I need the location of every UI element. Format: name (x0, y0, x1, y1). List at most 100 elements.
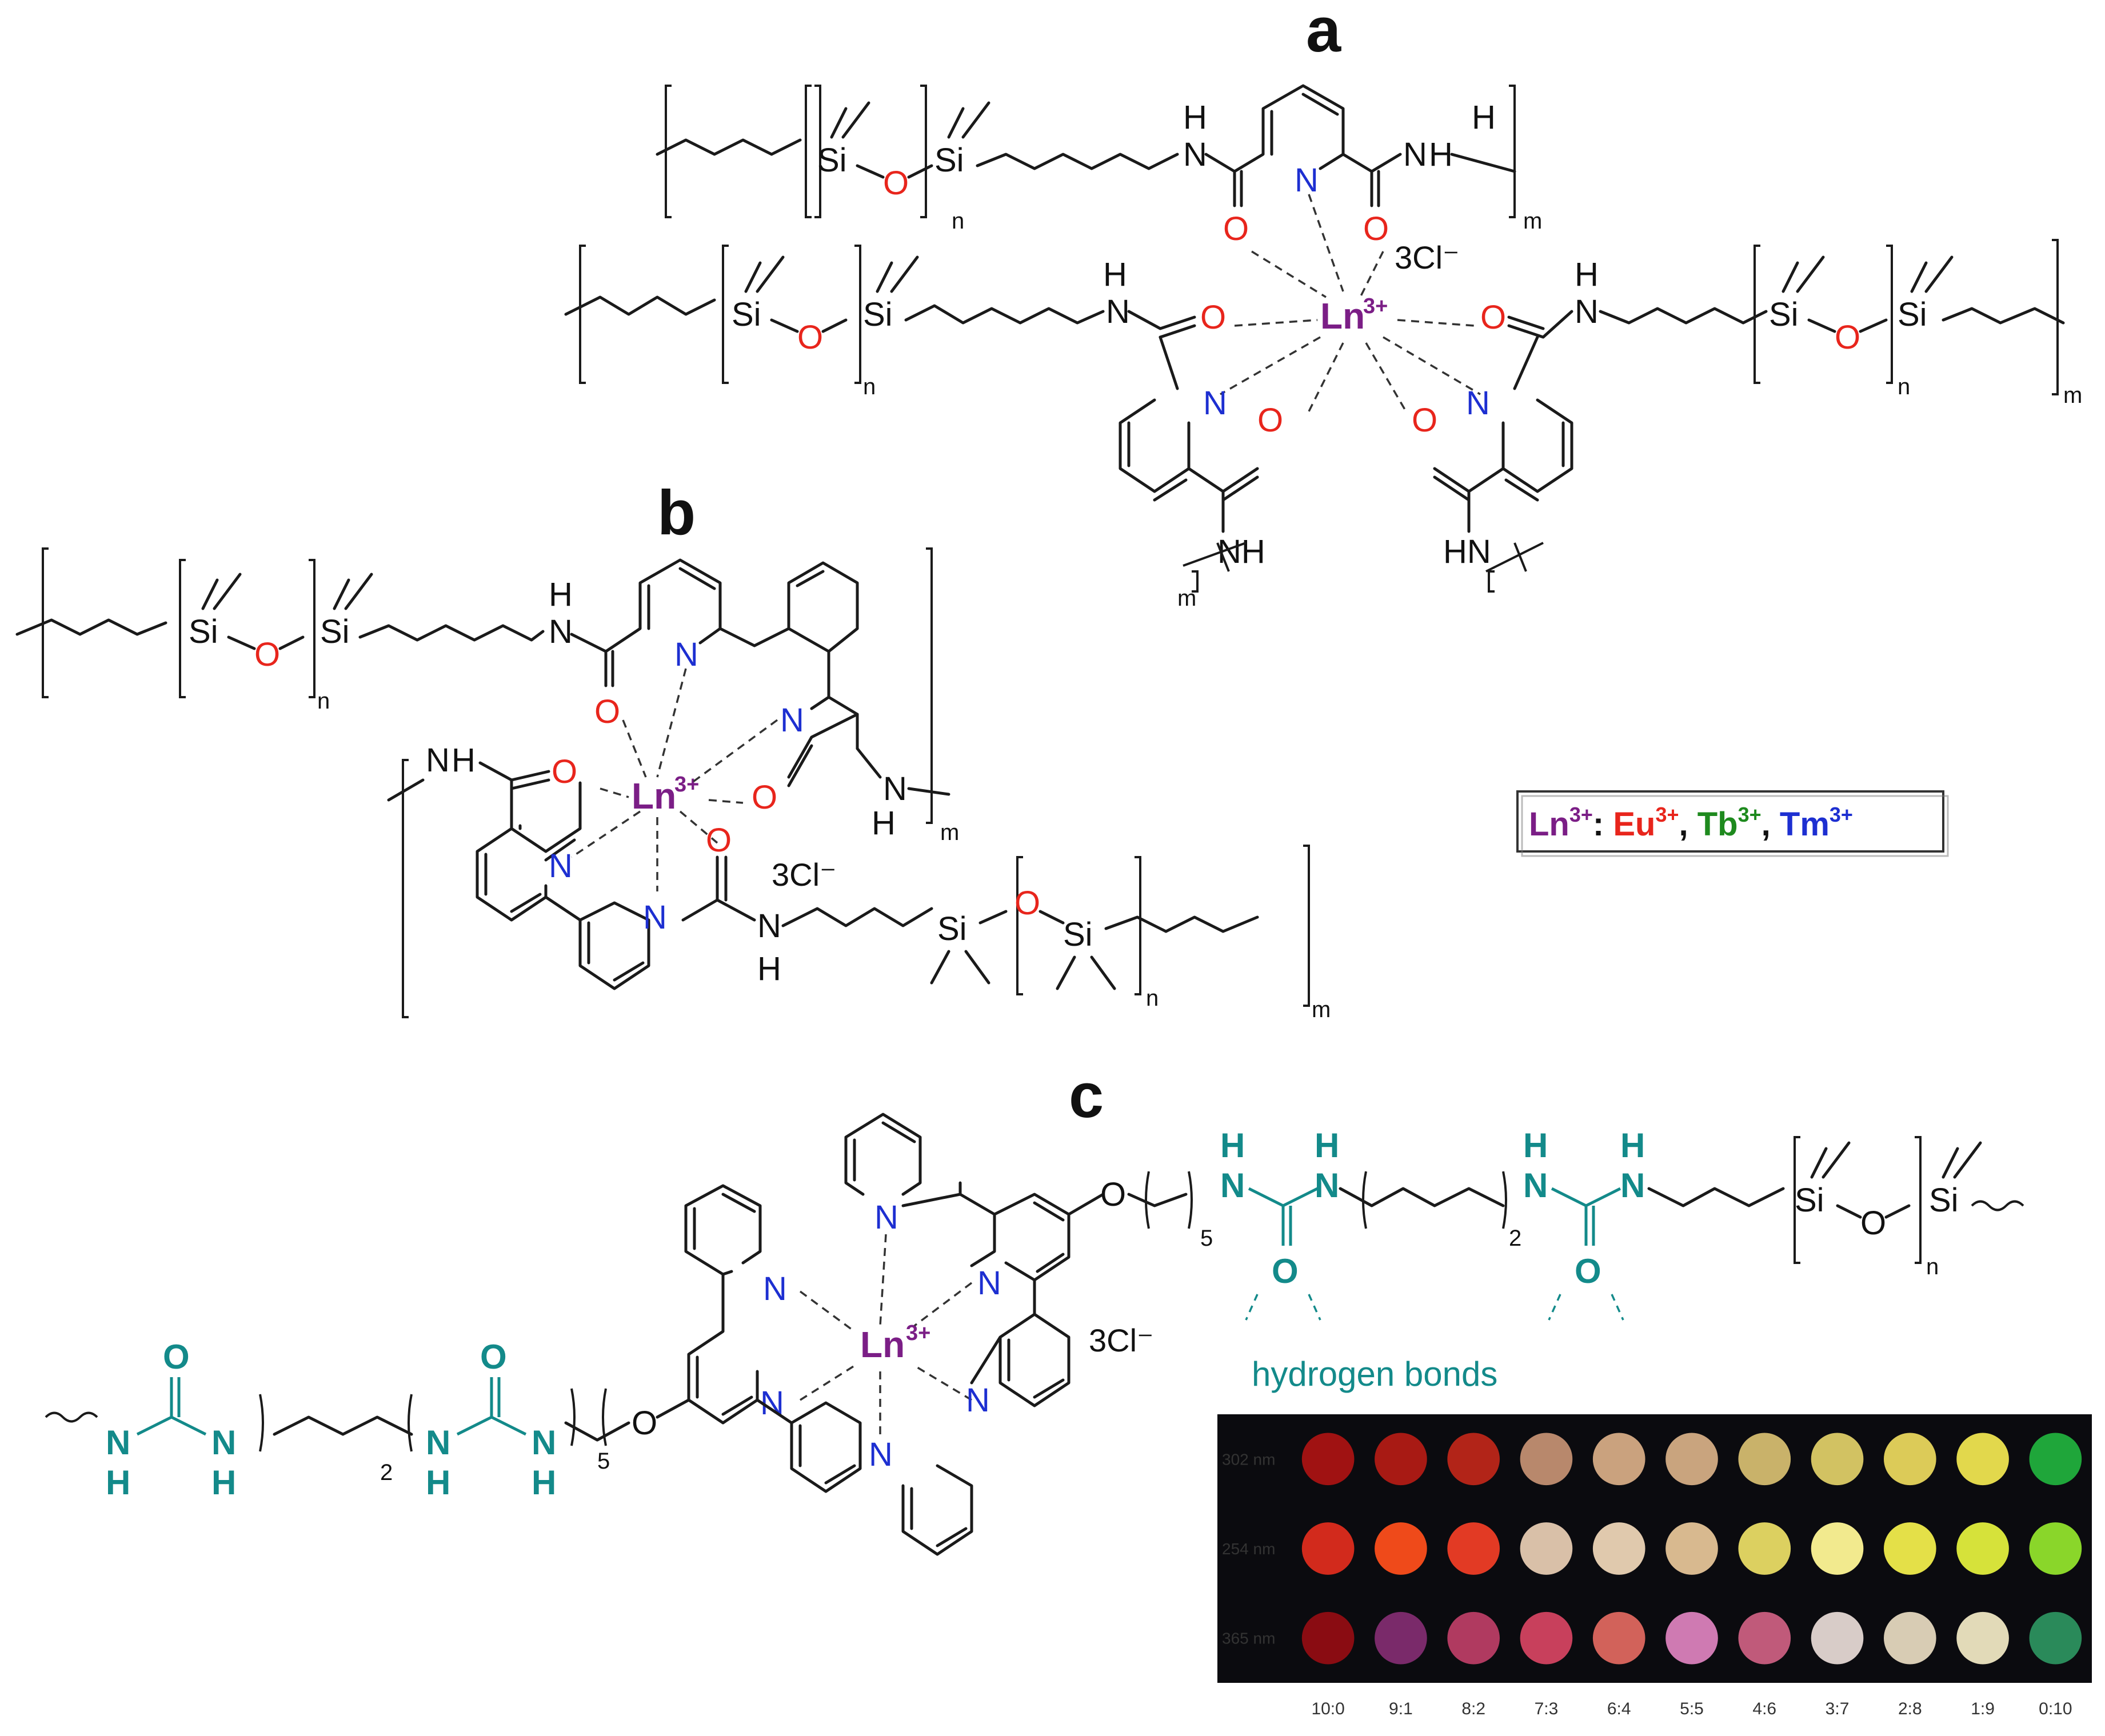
urea-hydrogen: H (426, 1463, 450, 1502)
pyridine-nitrogen: N (874, 1199, 898, 1236)
legend-comma-2: , (1762, 806, 1780, 843)
pyridine-nitrogen: N (780, 702, 804, 739)
nh-nitrogen: N (1403, 136, 1427, 173)
repeat-m: m (1523, 209, 1542, 234)
sample-disk (2029, 1611, 2082, 1665)
urea-oxygen: O (480, 1338, 507, 1376)
si-atom: Si (1929, 1182, 1959, 1219)
nh-nitrogen: N (1183, 136, 1207, 173)
sample-disk (1811, 1611, 1864, 1665)
carbonyl-oxygen: O (752, 779, 777, 816)
carbonyl-oxygen: O (1257, 402, 1283, 439)
nh-hydrogen: H (757, 950, 781, 987)
si-atom: Si (934, 142, 964, 179)
legend-colon: : (1593, 806, 1613, 843)
nh-hydrogen: H (872, 805, 896, 842)
nh-hydrogen: H (1575, 256, 1599, 293)
lanthanide-ion: Ln (1320, 295, 1365, 337)
repeat-n: n (317, 689, 330, 714)
repeat-m: m (1177, 586, 1196, 611)
ether-oxygen: O (1100, 1176, 1126, 1213)
urea-hydrogen: H (1523, 1126, 1548, 1165)
carbonyl-oxygen: O (706, 822, 732, 859)
sample-disk (1301, 1433, 1355, 1486)
urea-oxygen: O (1575, 1252, 1601, 1290)
si-atom: Si (189, 613, 218, 650)
lanthanide-charge: 3+ (1363, 294, 1388, 318)
si-atom: Si (320, 613, 350, 650)
oxygen-atom: O (1835, 319, 1860, 356)
sample-disk (1301, 1522, 1355, 1575)
oxygen-atom: O (254, 636, 280, 673)
panel-a-structure: Si O n Si N H O N O N H H m Si O n (564, 84, 2082, 611)
sample-disk (1375, 1611, 1427, 1665)
sample-disk (1665, 1433, 1718, 1486)
subscript-5: 5 (597, 1449, 610, 1474)
legend-tb-sup: 3+ (1738, 803, 1762, 826)
sample-disk (1520, 1611, 1573, 1665)
lanthanide-ion: Ln (632, 775, 676, 817)
photo-background (1217, 1414, 2092, 1683)
oxygen-atom: O (1014, 885, 1040, 922)
urea-nitrogen: N (106, 1423, 130, 1462)
ratio-label: 4:6 (1752, 1699, 1776, 1718)
sample-disk (1884, 1611, 1936, 1665)
nh-hydrogen: H (1472, 99, 1496, 136)
sample-disk (1738, 1433, 1791, 1486)
nh-hydrogen: H (1103, 256, 1127, 293)
wavelength-label: 302 nm (1222, 1450, 1275, 1468)
pyridine-nitrogen: N (966, 1382, 990, 1419)
sample-disk (1811, 1433, 1864, 1486)
pyridine-nitrogen: N (549, 847, 573, 885)
urea-hydrogen: H (1220, 1126, 1245, 1165)
ratio-label: 0:10 (2039, 1699, 2072, 1718)
wavelength-label: 365 nm (1222, 1630, 1275, 1647)
ratio-label: 2:8 (1898, 1699, 1922, 1718)
urea-nitrogen: N (1523, 1166, 1548, 1205)
ratio-label: 9:1 (1389, 1699, 1413, 1718)
sample-disk (1884, 1522, 1936, 1575)
lanthanide-ion: Ln (860, 1324, 905, 1365)
repeat-n: n (1146, 986, 1159, 1011)
carbonyl-oxygen: O (1223, 210, 1249, 247)
nh-hydrogen: H (549, 576, 573, 613)
panel-c-structure: N N O 5 N H N H O 2 N H N H O Si O n S (45, 1113, 2024, 1556)
sample-disk (1375, 1522, 1427, 1575)
carbonyl-oxygen: O (1412, 402, 1437, 439)
sample-disk (1447, 1522, 1500, 1575)
nh-nitrogen: N (1575, 293, 1599, 330)
pyridine-nitrogen: N (674, 636, 698, 673)
urea-hydrogen: H (1315, 1126, 1339, 1165)
urea-hydrogen: H (106, 1463, 130, 1502)
ratio-label: 3:7 (1826, 1699, 1850, 1718)
carbonyl-oxygen: O (1480, 299, 1506, 336)
ratio-label: 6:4 (1607, 1699, 1631, 1718)
ratio-label: 5:5 (1680, 1699, 1704, 1718)
sample-disk (1956, 1433, 2009, 1486)
nh-hydrogen: H (452, 742, 476, 779)
sample-disk (1738, 1522, 1791, 1575)
subscript-2: 2 (1509, 1226, 1521, 1251)
legend-comma-1: , (1679, 806, 1697, 843)
carbonyl-oxygen: O (594, 693, 620, 730)
urea-nitrogen: N (1220, 1166, 1245, 1205)
sample-disk (1592, 1611, 1645, 1665)
sample-disk (1665, 1522, 1718, 1575)
panel-label-b: b (657, 478, 696, 548)
lanthanide-charge: 3+ (906, 1321, 930, 1345)
repeat-m: m (940, 820, 959, 845)
pyridine-nitrogen: N (1295, 162, 1319, 199)
nh-hydrogen: H (1183, 99, 1207, 136)
si-atom: Si (817, 142, 847, 179)
legend-tb: Tb (1697, 806, 1738, 843)
chloride-counterion: 3Cl⁻ (772, 857, 837, 893)
si-atom: Si (1063, 916, 1093, 953)
repeat-n: n (863, 374, 876, 399)
sample-disk (1375, 1433, 1427, 1486)
subscript-2: 2 (380, 1460, 393, 1485)
si-atom: Si (732, 296, 761, 333)
panel-label-c: c (1069, 1061, 1104, 1131)
carbonyl-oxygen: O (552, 753, 577, 790)
repeat-n: n (1898, 374, 1910, 399)
